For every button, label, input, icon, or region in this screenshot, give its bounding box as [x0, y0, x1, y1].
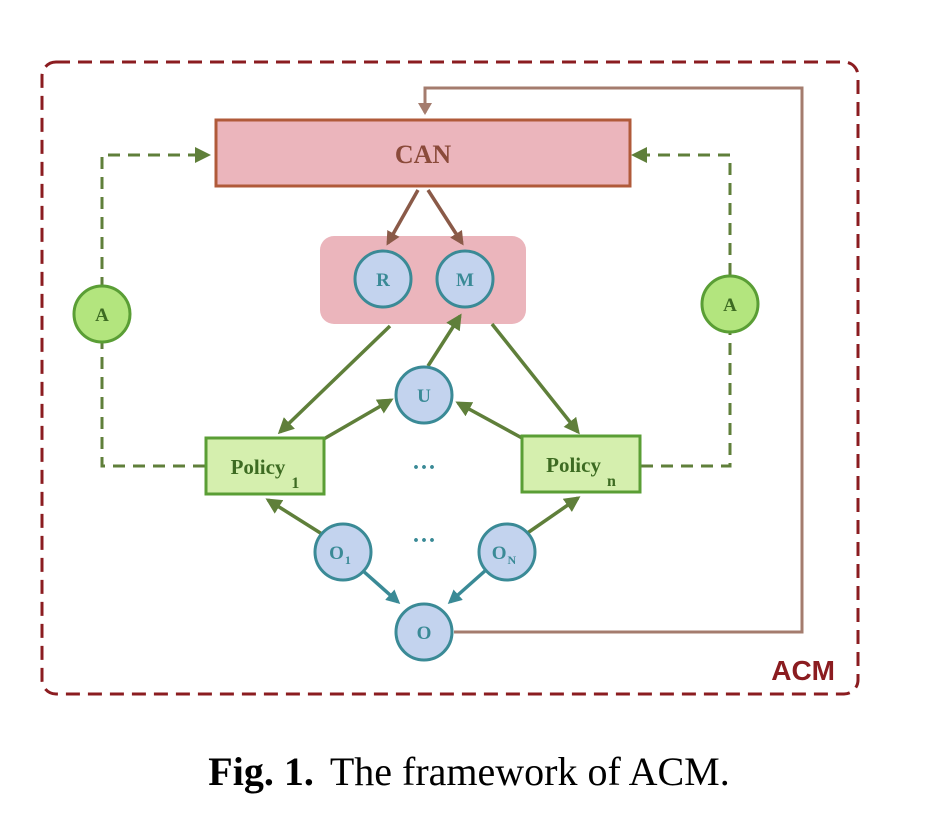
policy-n-box: [520, 434, 642, 494]
a-node-left: [72, 284, 132, 344]
on-node-label: ON: [492, 543, 517, 567]
dashed-path-left: [100, 147, 211, 468]
ellipsis-policies: ···: [412, 455, 436, 481]
m-node-label: M: [456, 270, 474, 291]
on-node: [477, 522, 537, 582]
u-node: [394, 365, 454, 425]
r-node-label: R: [376, 270, 390, 291]
feedback-line-o-to-can: [418, 86, 804, 634]
figure-caption-text: The framework of ACM.: [329, 749, 730, 794]
a-node-right-label: A: [723, 295, 737, 316]
ellipsis-observations: ···: [412, 528, 436, 554]
policy-n-label: Policyn: [546, 453, 616, 490]
a-node-left-label: A: [95, 305, 109, 326]
a-node-right: [700, 274, 760, 334]
acm-frame: [40, 60, 860, 696]
arrow-o1-to-o: [360, 568, 401, 604]
policy-1-box: [204, 436, 326, 496]
u-node-label: U: [417, 386, 431, 407]
arrow-o1-to-policy1: [265, 498, 323, 536]
arrow-policy1-to-u: [321, 398, 394, 442]
o1-node-label: O1: [329, 543, 351, 567]
rm-group-box: [320, 236, 526, 324]
r-node: [353, 249, 413, 309]
o1-node: [313, 522, 373, 582]
arrow-m-to-policyn: [490, 322, 580, 435]
policy-1-label: Policy1: [231, 455, 300, 492]
m-node: [435, 249, 495, 309]
can-label: CAN: [395, 140, 452, 169]
acm-label: ACM: [771, 655, 835, 686]
o-node: [394, 602, 454, 662]
o-node-label: O: [417, 623, 432, 644]
can-box: [214, 118, 632, 188]
arrow-on-to-policyn: [525, 496, 581, 536]
figure-caption-label: Fig. 1.: [208, 749, 314, 794]
arrow-can-to-m: [426, 189, 464, 246]
arrow-policyn-to-u: [455, 401, 523, 440]
arrow-can-to-r: [386, 189, 420, 246]
arrow-u-to-m: [426, 313, 462, 367]
arrow-on-to-o: [447, 568, 488, 604]
arrow-r-to-policy1: [277, 324, 392, 435]
figure-caption: Fig. 1. The framework of ACM.: [0, 748, 938, 795]
